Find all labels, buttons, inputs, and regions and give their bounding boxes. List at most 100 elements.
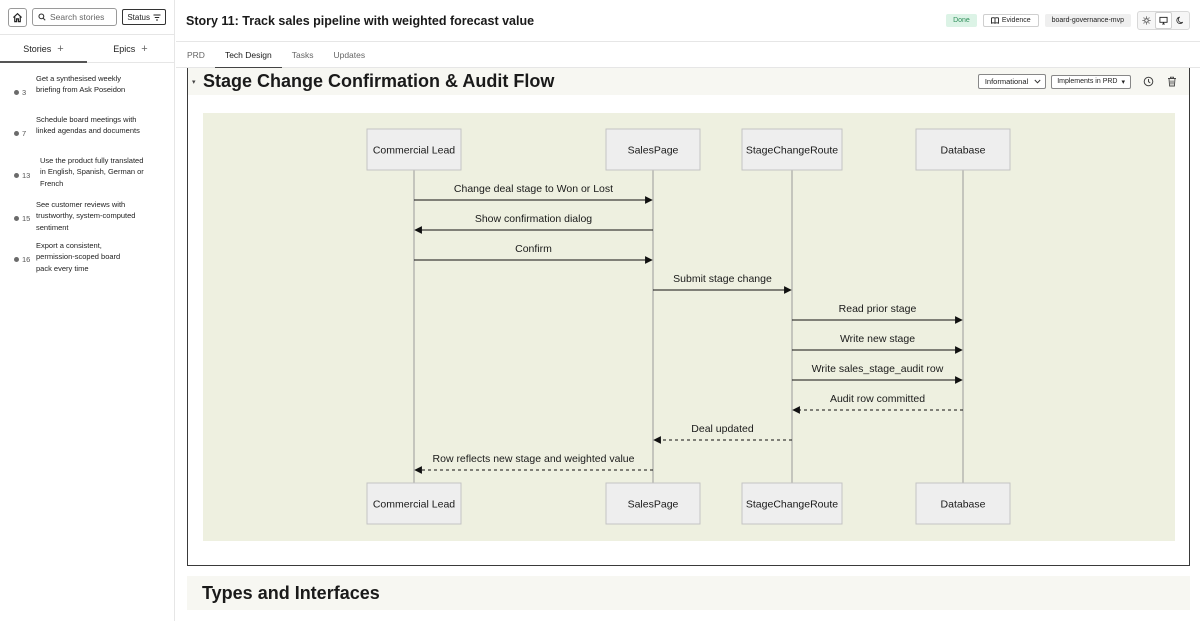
participant-label: SalesPage: [628, 145, 679, 157]
chevron-down-icon: [1034, 79, 1041, 84]
participant-label: StageChangeRoute: [746, 145, 838, 157]
classification-select[interactable]: Informational: [977, 74, 1047, 89]
participant-box-top: [366, 128, 462, 171]
story-header: Story 11: Track sales pipeline with weig…: [176, 0, 1200, 42]
search-input[interactable]: Search stories: [32, 8, 118, 26]
tab-epics-label: Epics: [113, 43, 136, 54]
types-section-header: Types and Interfaces: [187, 576, 1190, 610]
evidence-button[interactable]: Evidence: [982, 14, 1039, 27]
participant-label: Database: [941, 499, 986, 511]
status-dot-icon: [14, 173, 19, 178]
status-label: Status: [127, 12, 150, 22]
search-icon: [38, 13, 46, 21]
section-title: Stage Change Confirmation & Audit Flow: [203, 71, 555, 91]
story-number: 15: [22, 213, 31, 223]
evidence-label: Evidence: [1001, 17, 1031, 24]
search-placeholder: Search stories: [50, 12, 105, 22]
story-number: 16: [22, 254, 31, 264]
participant-label: StageChangeRoute: [746, 499, 838, 511]
status-dot-icon: [14, 256, 19, 262]
system-theme-button[interactable]: [1155, 12, 1172, 29]
add-epic-icon[interactable]: +: [141, 42, 148, 55]
page-title: Story 11: Track sales pipeline with weig…: [186, 13, 535, 28]
collapse-caret-icon[interactable]: ▾: [192, 78, 196, 86]
document-tabs: PRD Tech Design Tasks Updates: [176, 43, 1200, 69]
list-item[interactable]: 15 See customer reviews with trustworthy…: [0, 197, 174, 238]
story-number: 13: [22, 171, 31, 180]
participant-label: Commercial Lead: [373, 145, 455, 157]
message-label: Confirm: [515, 243, 552, 255]
message-label: Submit stage change: [673, 273, 772, 285]
participant-box-top: [605, 128, 701, 171]
implements-label: Implements in PRD: [1057, 78, 1118, 85]
participant-box-bottom: [366, 482, 462, 525]
stage-change-section: ▾ Stage Change Confirmation & Audit Flow…: [187, 68, 1190, 566]
dark-theme-button[interactable]: [1172, 12, 1189, 29]
filter-icon: [153, 14, 161, 20]
sun-icon: [1142, 16, 1151, 25]
book-icon: [990, 17, 999, 24]
story-title: Schedule board meetings with linked agen…: [36, 115, 140, 136]
implements-in-prd-button[interactable]: Implements in PRD ▾: [1051, 74, 1131, 89]
delete-button[interactable]: [1165, 75, 1179, 89]
list-item[interactable]: 16 Export a consistent, permission-scope…: [0, 238, 174, 279]
participant-box-top: [741, 128, 843, 171]
story-title: Export a consistent, permission-scoped b…: [36, 241, 121, 273]
list-item[interactable]: 7 Schedule board meetings with linked ag…: [0, 112, 174, 153]
message-label: Change deal stage to Won or Lost: [454, 183, 613, 195]
repo-badge: board-governance-mvp: [1044, 14, 1131, 27]
story-meta: 13: [14, 154, 40, 197]
participant-box-bottom: [915, 482, 1011, 525]
participant-label: Commercial Lead: [373, 499, 455, 511]
message-label: Write new stage: [840, 333, 915, 345]
status-badge: Done: [946, 14, 977, 27]
message-label: Write sales_stage_audit row: [812, 363, 944, 375]
story-meta: 3: [14, 72, 36, 112]
story-meta: 15: [14, 198, 36, 238]
history-button[interactable]: [1141, 75, 1155, 89]
clock-icon: [1143, 76, 1153, 87]
participant-box-top: [915, 128, 1011, 171]
message-label: Audit row committed: [830, 393, 925, 405]
list-item[interactable]: 13 Use the product fully translated in E…: [0, 153, 174, 197]
story-title: Get a synthesised weekly briefing from A…: [36, 74, 126, 95]
story-meta: 16: [14, 239, 36, 279]
tab-tasks[interactable]: Tasks: [291, 50, 314, 60]
home-icon: [12, 12, 23, 22]
tab-prd[interactable]: PRD: [187, 50, 205, 60]
trash-icon: [1168, 76, 1176, 87]
list-item[interactable]: 3 Get a synthesised weekly briefing from…: [0, 71, 174, 112]
sidebar: Search stories Status Stories + Epics + …: [0, 0, 175, 621]
tab-epics[interactable]: Epics +: [87, 35, 174, 62]
sidebar-tabs: Stories + Epics +: [0, 35, 174, 63]
tab-updates[interactable]: Updates: [333, 50, 366, 60]
section-header: ▾ Stage Change Confirmation & Audit Flow…: [188, 68, 1189, 95]
home-button[interactable]: [8, 7, 27, 27]
message-label: Read prior stage: [839, 303, 917, 315]
message-label: Row reflects new stage and weighted valu…: [433, 453, 635, 465]
message-label: Show confirmation dialog: [475, 213, 592, 225]
participant-box-bottom: [741, 482, 843, 525]
story-list: 3 Get a synthesised weekly briefing from…: [0, 63, 174, 279]
tab-stories[interactable]: Stories +: [0, 35, 87, 63]
participant-label: Database: [941, 145, 986, 157]
story-title: Use the product fully translated in Engl…: [40, 156, 144, 188]
light-theme-button[interactable]: [1138, 12, 1155, 29]
section-title: Types and Interfaces: [202, 582, 380, 603]
classification-value: Informational: [984, 77, 1029, 86]
story-number: 3: [22, 87, 27, 97]
story-number: 7: [22, 128, 27, 138]
story-meta: 7: [14, 113, 36, 153]
status-filter-button[interactable]: Status: [122, 9, 166, 25]
participant-label: SalesPage: [628, 499, 679, 511]
tab-tech-design[interactable]: Tech Design: [214, 43, 282, 69]
moon-icon: [1176, 16, 1184, 24]
status-dot-icon: [14, 130, 19, 136]
add-story-icon[interactable]: +: [57, 42, 64, 55]
tab-stories-label: Stories: [23, 43, 52, 54]
monitor-icon: [1159, 16, 1168, 25]
message-label: Deal updated: [691, 423, 754, 435]
participant-box-bottom: [605, 482, 701, 525]
status-dot-icon: [14, 215, 19, 221]
